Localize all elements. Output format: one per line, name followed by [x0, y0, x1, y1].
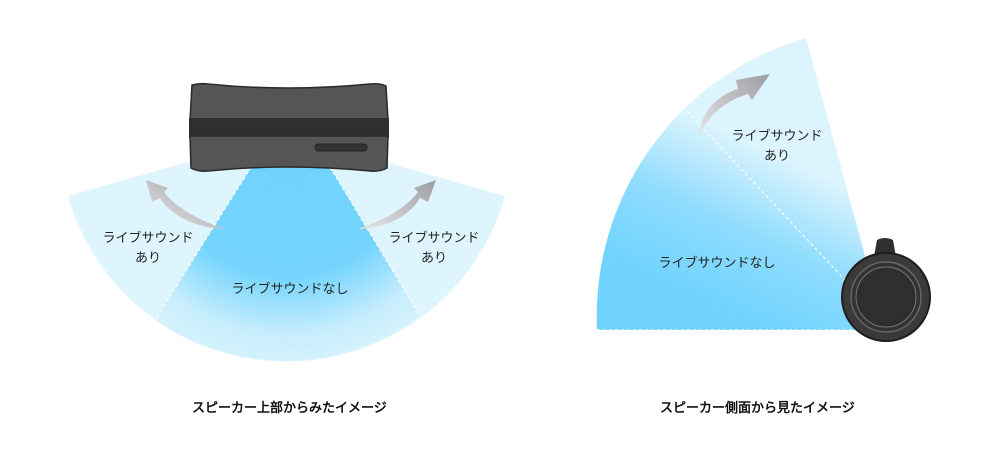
boundary-side: [687, 111, 846, 281]
label-lower-no-live-sound: ライブサウンドなし: [658, 256, 776, 271]
caption-top-view: スピーカー上部からみたイメージ: [192, 401, 387, 416]
label-line: ライブサウンド: [388, 231, 480, 246]
label-center-no-live-sound: ライブサウンドなし: [231, 282, 349, 297]
caption-side-view: スピーカー側面から見たイメージ: [660, 401, 855, 416]
label-line: あり: [420, 251, 447, 266]
arrow-left-icon: [146, 180, 225, 229]
speaker-top-view: [189, 82, 389, 172]
label-line: あり: [134, 251, 161, 266]
side-view-fan: [596, 38, 885, 331]
label-line: ライブサウンド: [102, 231, 194, 246]
label-right-live-sound: ライブサウンド あり: [374, 229, 494, 269]
top-view-fan: [68, 134, 505, 362]
label-upper-live-sound: ライブサウンド あり: [722, 127, 832, 167]
label-line: あり: [763, 149, 790, 164]
label-left-live-sound: ライブサウンド あり: [88, 229, 208, 269]
boundary-left: [154, 171, 249, 321]
speaker-side-view: [841, 238, 931, 342]
label-line: ライブサウンド: [731, 129, 823, 144]
boundary-right: [332, 171, 421, 317]
arrow-right-icon: [358, 180, 436, 229]
arrow-up-icon: [699, 74, 770, 137]
